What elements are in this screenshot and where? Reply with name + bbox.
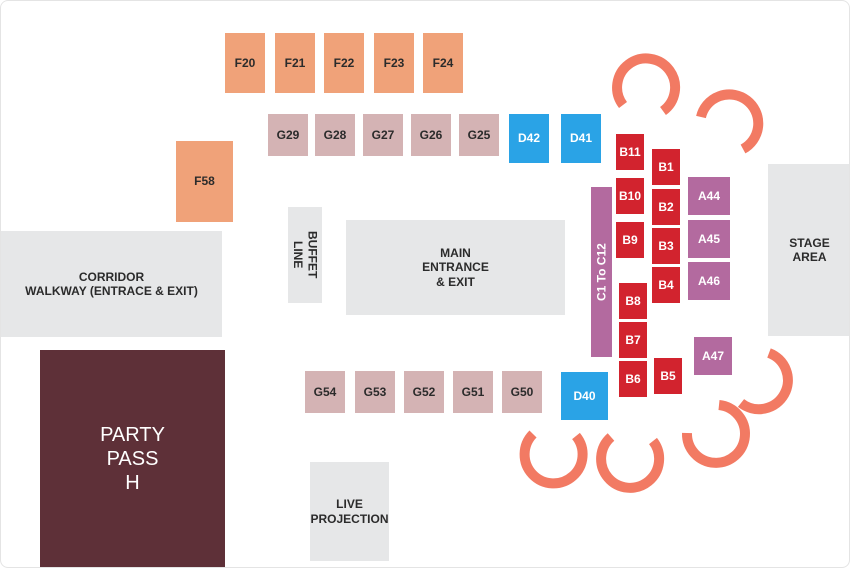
round-table-arc-5[interactable] bbox=[596, 433, 665, 493]
corridor-walkway-area: CORRIDOR WALKWAY (ENTRACE & EXIT) bbox=[1, 231, 222, 337]
table-a45[interactable]: A45 bbox=[688, 220, 730, 258]
table-b6[interactable]: B6 bbox=[619, 361, 647, 397]
live-projection-area: LIVE PROJECTION bbox=[310, 462, 389, 561]
table-g28[interactable]: G28 bbox=[315, 114, 355, 156]
table-g53[interactable]: G53 bbox=[355, 371, 395, 413]
table-g51[interactable]: G51 bbox=[453, 371, 493, 413]
table-g54[interactable]: G54 bbox=[305, 371, 345, 413]
table-d40[interactable]: D40 bbox=[561, 372, 608, 420]
table-g25[interactable]: G25 bbox=[459, 114, 499, 156]
table-b11[interactable]: B11 bbox=[616, 134, 644, 170]
round-table-arc-2[interactable] bbox=[696, 89, 764, 154]
table-a47[interactable]: A47 bbox=[694, 337, 732, 375]
round-table-arc-6[interactable] bbox=[519, 430, 588, 489]
table-b9[interactable]: B9 bbox=[616, 222, 644, 258]
table-a44[interactable]: A44 bbox=[688, 177, 730, 215]
table-g29[interactable]: G29 bbox=[268, 114, 308, 156]
table-f22[interactable]: F22 bbox=[324, 33, 364, 93]
main-entrance-area: MAIN ENTRANCE & EXIT bbox=[346, 220, 565, 315]
table-f20[interactable]: F20 bbox=[225, 33, 265, 93]
table-b5[interactable]: B5 bbox=[654, 358, 682, 394]
buffet-line-area: BUFFET LINE bbox=[288, 207, 322, 303]
table-g52[interactable]: G52 bbox=[404, 371, 444, 413]
table-f58[interactable]: F58 bbox=[176, 141, 233, 222]
table-b1[interactable]: B1 bbox=[652, 149, 680, 185]
table-f24[interactable]: F24 bbox=[423, 33, 463, 93]
table-b7[interactable]: B7 bbox=[619, 322, 647, 358]
table-d42[interactable]: D42 bbox=[509, 114, 549, 163]
table-f21[interactable]: F21 bbox=[275, 33, 315, 93]
table-b4[interactable]: B4 bbox=[652, 267, 680, 303]
table-a46[interactable]: A46 bbox=[688, 262, 730, 300]
round-table-arc-3[interactable] bbox=[737, 348, 793, 415]
table-g26[interactable]: G26 bbox=[411, 114, 451, 156]
party-pass-h-area[interactable]: PARTY PASS H bbox=[40, 350, 225, 567]
stage-area: STAGE AREA bbox=[768, 164, 849, 336]
round-table-arc-1[interactable] bbox=[612, 53, 681, 116]
table-g50[interactable]: G50 bbox=[502, 371, 542, 413]
table-f23[interactable]: F23 bbox=[374, 33, 414, 93]
table-b10[interactable]: B10 bbox=[616, 178, 644, 214]
table-b8[interactable]: B8 bbox=[619, 283, 647, 319]
table-b2[interactable]: B2 bbox=[652, 189, 680, 225]
table-g27[interactable]: G27 bbox=[363, 114, 403, 156]
round-table-arc-4[interactable] bbox=[681, 400, 750, 468]
table-b3[interactable]: B3 bbox=[652, 228, 680, 264]
table-d41[interactable]: D41 bbox=[561, 114, 601, 163]
